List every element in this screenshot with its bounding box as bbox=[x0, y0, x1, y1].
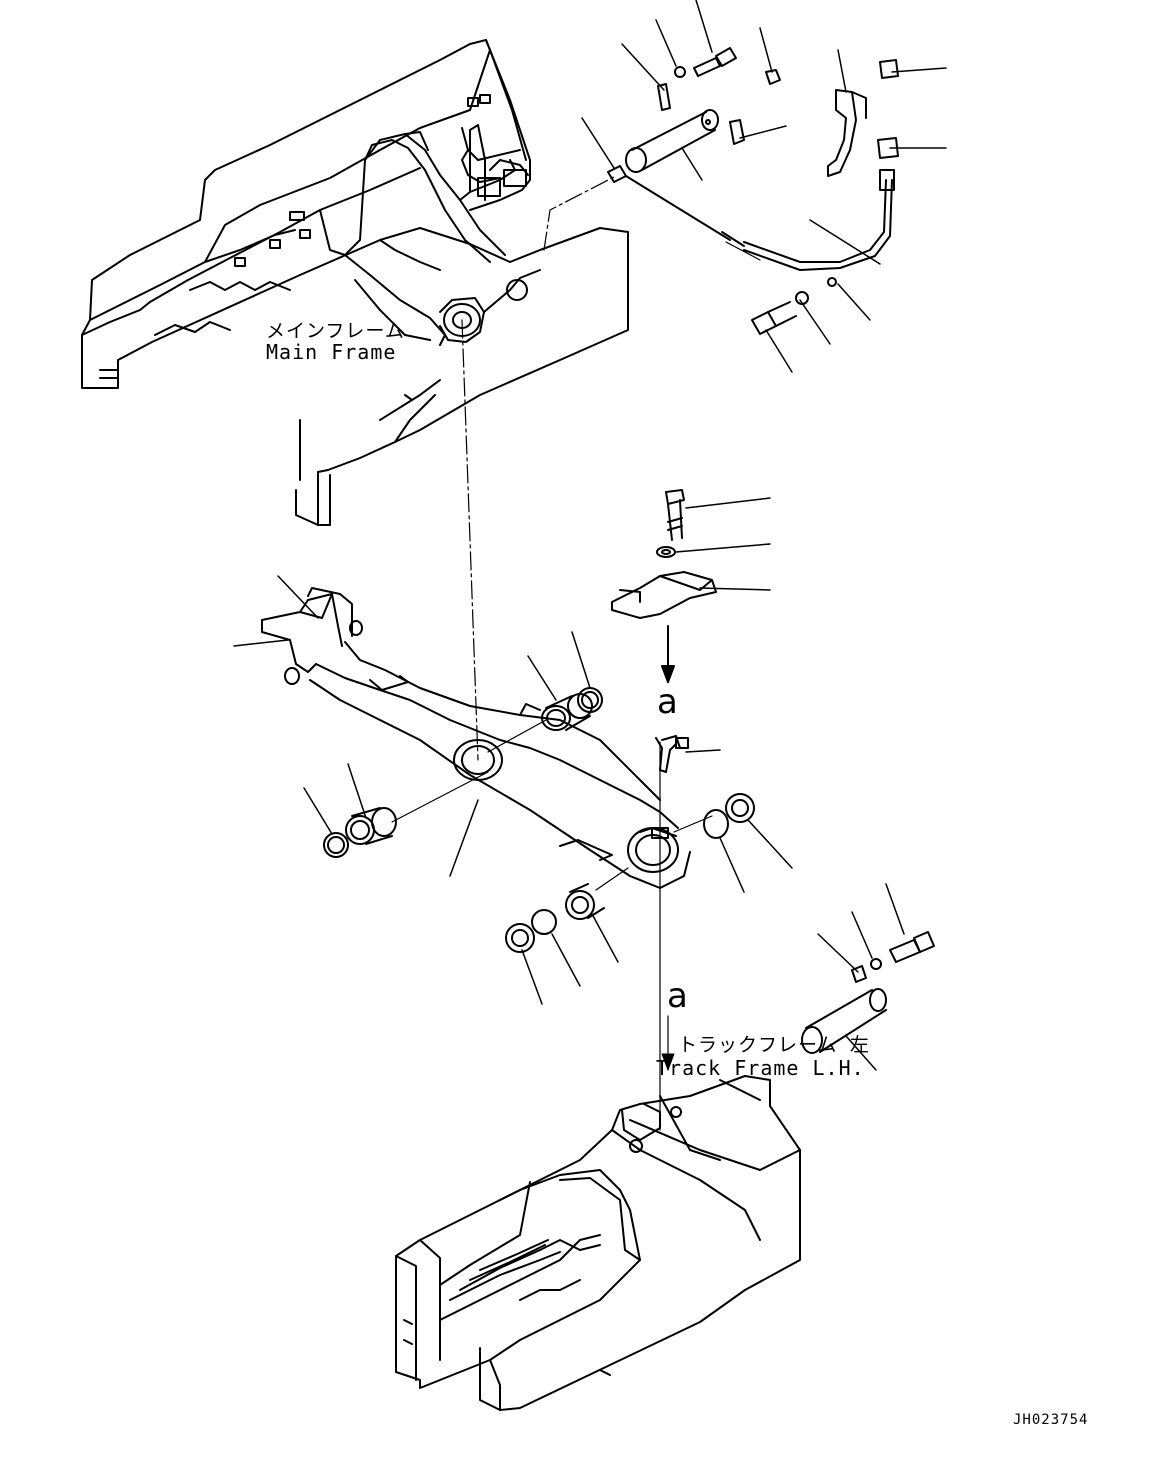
track-frame bbox=[395, 1075, 801, 1411]
center-pin-assembly bbox=[607, 47, 899, 335]
lower-pin bbox=[801, 931, 935, 1054]
main-frame bbox=[81, 39, 629, 526]
leader-lines bbox=[233, 0, 947, 1071]
drawing-code: JH023754 bbox=[1013, 1412, 1089, 1428]
view-mark-lower: a bbox=[667, 976, 688, 1016]
equalizer-bar bbox=[261, 587, 691, 889]
main-frame-label-en: Main Frame bbox=[266, 340, 397, 364]
bushings-and-seals bbox=[323, 687, 755, 953]
view-mark-upper: a bbox=[657, 682, 678, 722]
main-frame-label-jp: メインフレーム bbox=[266, 320, 405, 342]
track-frame-label-jp: トラックフレーム 左 bbox=[678, 1034, 870, 1056]
alignment-lines bbox=[391, 241, 761, 1131]
centerlines bbox=[461, 175, 617, 761]
cover-plate bbox=[611, 489, 717, 773]
track-frame-label-en: Track Frame L.H. bbox=[656, 1056, 865, 1080]
